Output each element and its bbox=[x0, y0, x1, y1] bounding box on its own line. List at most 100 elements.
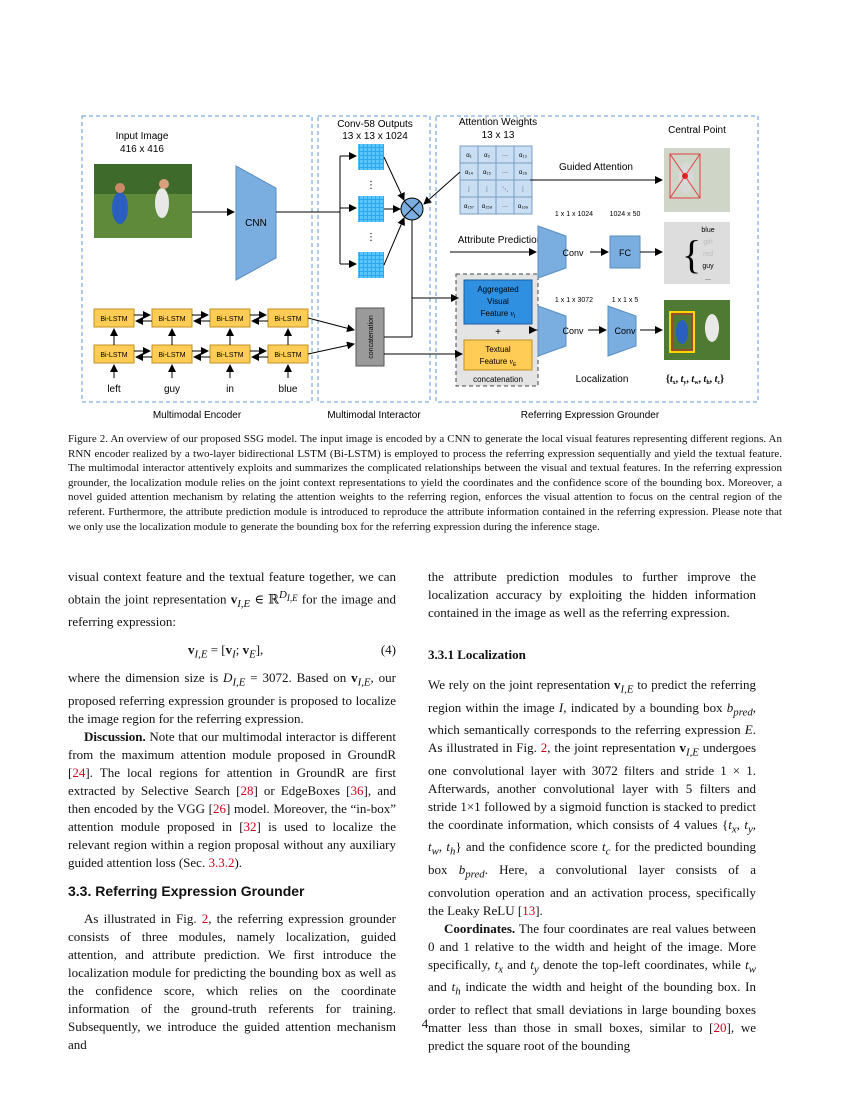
left-para-2: where the dimension size is DI,E = 3072.… bbox=[68, 669, 396, 726]
concatenation-label: concatenation bbox=[473, 375, 523, 384]
matrix-cell-label: ··· bbox=[502, 170, 508, 176]
matrix-cell-label: α₁ bbox=[466, 153, 472, 159]
bilstm-cell bbox=[209, 308, 251, 328]
input-size: 416 x 416 bbox=[120, 144, 164, 155]
module-encoder-label: Multimodal Encoder bbox=[153, 410, 242, 421]
matrix-cell-label: ⋮ bbox=[520, 186, 526, 193]
textual-feature bbox=[463, 339, 533, 371]
aggregated-visual-feature bbox=[463, 279, 533, 325]
central-point-image bbox=[664, 148, 730, 212]
feature-grid-1 bbox=[358, 144, 384, 170]
svg-text:⋮: ⋮ bbox=[366, 180, 376, 191]
matrix-cell-label: ··· bbox=[502, 153, 508, 159]
dim-1024-label: 1 x 1 x 1024 bbox=[555, 211, 593, 218]
attribute-item: red bbox=[703, 251, 713, 258]
matrix-cell-label: α₁₆₉ bbox=[518, 204, 529, 210]
bilstm-cell bbox=[93, 308, 135, 328]
module-grounder-label: Referring Expression Grounder bbox=[521, 410, 660, 421]
concatenation-bar-label: concatenation bbox=[368, 315, 375, 359]
bilstm-label: Bi-LSTM bbox=[158, 316, 185, 323]
figure-caption: Figure 2. An overview of our proposed SS… bbox=[68, 433, 782, 533]
left-para-4: As illustrated in Fig. 2, the referring … bbox=[68, 910, 396, 1052]
dim-5-label: 1 x 1 x 5 bbox=[612, 297, 639, 304]
matrix-cell-label: α₁₄ bbox=[465, 170, 473, 176]
attribute-list-box bbox=[664, 222, 730, 284]
word-token: blue bbox=[279, 384, 298, 395]
feature-grid-3 bbox=[358, 252, 384, 278]
cnn-block bbox=[235, 165, 277, 281]
loc-conv-block-1 bbox=[537, 305, 567, 357]
interactor-box bbox=[317, 115, 431, 403]
equation-4: vI,E = [vI; vE], (4) bbox=[188, 641, 396, 661]
matrix-cell-label: ⋱ bbox=[502, 186, 508, 193]
input-title: Input Image bbox=[116, 131, 169, 142]
conv-title: Conv-58 Outputs bbox=[337, 119, 413, 130]
bilstm-label: Bi-LSTM bbox=[216, 316, 243, 323]
attribute-list: bluegirlredguy... bbox=[701, 227, 714, 282]
localization-output-image bbox=[664, 300, 730, 360]
multiply-node bbox=[400, 197, 424, 221]
cnn-label: CNN bbox=[245, 218, 267, 229]
matrix-cell bbox=[513, 196, 533, 215]
left-para-1: visual context feature and the textual f… bbox=[68, 569, 396, 629]
matrix-cell-label: ⋮ bbox=[466, 186, 472, 193]
left-para-3: Discussion. Note that our multimodal int… bbox=[68, 728, 396, 870]
attention-matrix: α₁ α₂ ··· α₁₃ α₁₄ α₁₅ ··· α₂₆ ⋮ ⋮ ⋱ ⋮ α₁₅₇ α₁₅₈ ··· α₁₆… bbox=[459, 145, 533, 215]
attn-size: 13 x 13 bbox=[482, 130, 515, 141]
aggregated-label-2: Visual bbox=[487, 297, 509, 306]
matrix-cell-label: α₁₅₇ bbox=[464, 204, 474, 210]
input-image bbox=[94, 164, 192, 238]
grounder-box bbox=[435, 115, 759, 403]
attn-title: Attention Weights bbox=[459, 117, 537, 128]
bilstm-label: Bi-LSTM bbox=[100, 352, 127, 359]
right-para-2: We rely on the joint representation vI,E… bbox=[428, 677, 757, 918]
localization-output: {tx, ty, tw, th, tc} bbox=[666, 374, 724, 386]
concatenation-bar bbox=[355, 307, 385, 367]
word-token: left bbox=[107, 384, 121, 395]
bilstm-cell bbox=[151, 308, 193, 328]
attribute-item: ... bbox=[705, 275, 711, 282]
discussion-lead: Discussion. bbox=[84, 728, 146, 744]
right-para-1: the attribute prediction modules to furt… bbox=[428, 569, 756, 620]
word-token: in bbox=[226, 384, 234, 395]
aggregated-label-3: Feature vI bbox=[481, 309, 516, 320]
matrix-cell-label: α₂ bbox=[484, 153, 490, 159]
dim-3072-label: 1 x 1 x 3072 bbox=[555, 297, 593, 304]
loc-conv-label-1: Conv bbox=[562, 326, 584, 336]
central-point-label: Central Point bbox=[668, 125, 726, 136]
bilstm-label: Bi-LSTM bbox=[274, 352, 301, 359]
attribute-item: girl bbox=[703, 239, 713, 246]
matrix-cell-label: α₂₆ bbox=[519, 170, 528, 176]
equation-number: (4) bbox=[380, 641, 396, 657]
textual-label-2: Feature vE bbox=[480, 357, 517, 368]
bilstm-label: Bi-LSTM bbox=[100, 316, 127, 323]
plus-sign: + bbox=[495, 327, 501, 338]
svg-text:{: { bbox=[682, 232, 701, 277]
conv-size: 13 x 13 x 1024 bbox=[342, 131, 408, 142]
section-heading-3-3: 3.3. Referring Expression Grounder bbox=[68, 882, 305, 899]
attribute-item: blue bbox=[701, 227, 714, 234]
localization-label: Localization bbox=[576, 374, 629, 385]
right-para-3: Coordinates. The four coordinates are re… bbox=[428, 920, 756, 1053]
aggregated-label-1: Aggregated bbox=[477, 285, 518, 294]
matrix-cell-label: ··· bbox=[502, 204, 508, 210]
attr-conv-block bbox=[537, 225, 567, 279]
attr-conv-label: Conv bbox=[562, 248, 584, 258]
dim-50-label: 1024 x 50 bbox=[610, 211, 641, 218]
matrix-cell-label: ⋮ bbox=[484, 186, 490, 193]
figure-2: Input Image 416 x 416 Conv-58 Outputs 13… bbox=[80, 108, 760, 428]
module-interactor-label: Multimodal Interactor bbox=[327, 410, 421, 421]
loc-conv-label-2: Conv bbox=[614, 326, 636, 336]
matrix-cell-label: α₁₅ bbox=[483, 170, 491, 176]
word-token: guy bbox=[164, 384, 180, 395]
left-column: visual context feature and the textual f… bbox=[68, 568, 396, 1054]
matrix-cell-label: α₁₃ bbox=[519, 153, 527, 159]
loc-conv-block-2 bbox=[607, 305, 637, 357]
coordinates-lead: Coordinates. bbox=[444, 920, 516, 936]
fc-label: FC bbox=[619, 248, 631, 258]
encoder-box bbox=[81, 115, 313, 403]
feature-grid-2 bbox=[358, 196, 384, 222]
guided-attention-label: Guided Attention bbox=[559, 162, 633, 173]
matrix-cell-label: α₁₅₈ bbox=[482, 204, 493, 210]
